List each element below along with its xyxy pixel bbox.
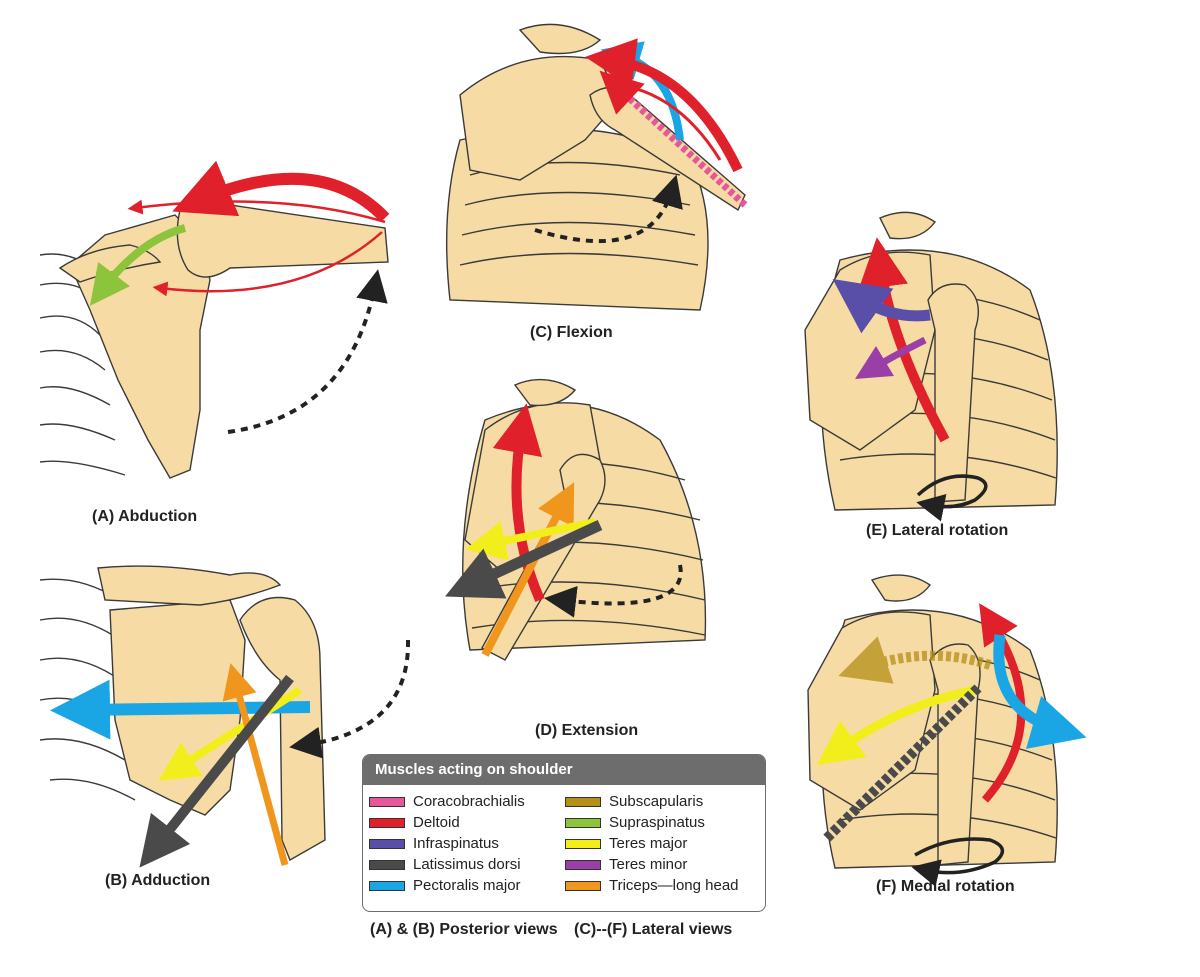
view-caption: (A) & (B) Posterior views (C)--(F) Later… [370,921,744,939]
panel-e-muscles [832,237,950,443]
deltoid-arrow [492,403,545,603]
legend-item: Teres major [565,833,761,854]
panel-label-abduction: (A) Abduction [92,508,198,525]
panel-label-adduction: (B) Adduction [105,872,211,889]
panel-label-extension: (D) Extension [535,722,639,739]
abduction-movement-arrow [227,269,388,434]
humerus [176,200,389,278]
legend-swatch [369,838,405,849]
legend-label: Teres major [609,835,688,852]
deltoid-arrow [172,160,390,223]
legend-label: Triceps—long head [609,877,739,894]
deltoid-fan-upper [127,199,386,224]
legend-label: Deltoid [413,814,460,831]
legend-label: Coracobrachialis [413,793,525,810]
triceps-arrow [481,482,575,657]
panel-d-illustration [462,378,707,661]
legend-swatch [565,880,601,891]
legend-item: Teres minor [565,854,761,875]
deltoid-arrow [585,38,743,173]
legend-label: Subscapularis [609,793,704,810]
legend-item: Deltoid [369,812,565,833]
legend-item: Triceps—long head [565,875,761,896]
deltoid-fan-lower [152,231,383,297]
supraspinatus-arrow [89,224,187,306]
ribs [39,253,126,476]
subscapularis-arrow [838,636,992,684]
legend-swatch [565,817,601,828]
posterior-views-caption: (A) & (B) Posterior views [370,921,558,938]
legend-swatch [565,838,601,849]
latissimus-dorsi-arrow [445,520,603,599]
scapula [459,55,621,181]
legend-swatch [369,817,405,828]
teres-major-arrow [816,685,976,766]
panel-label-flexion: (C) Flexion [530,324,613,341]
legend-item: Latissimus dorsi [369,854,565,875]
lateral-rotation-arrow [916,474,988,522]
panel-c-muscles [585,38,748,208]
legend-item: Coracobrachialis [369,791,565,812]
legend-swatch [369,880,405,891]
acromion [870,574,932,602]
legend-title: Muscles acting on shoulder [363,755,765,785]
acromion [97,565,282,606]
medial-rotation-arrow [911,837,1005,887]
teres-minor-arrow [854,336,927,380]
legend-label: Supraspinatus [609,814,705,831]
panel-label-lateral-rotation: (E) Lateral rotation [866,522,1009,539]
legend-label: Pectoralis major [413,877,521,894]
panel-d-muscles [445,403,603,657]
latissimus-dorsi-arrow [139,674,294,868]
panel-label-medial-rotation: (F) Medial rotation [876,878,1015,895]
panel-e-illustration [804,211,1058,511]
panel-a-illustration [39,200,389,479]
legend-swatch [369,796,405,807]
legend: Muscles acting on shoulder Coracobrachia… [362,754,766,912]
legend-item: Subscapularis [565,791,761,812]
legend-item: Infraspinatus [369,833,565,854]
pectoralis-major-arrow [993,634,1087,749]
acromion [513,378,577,407]
panel-f-muscles [816,603,1087,844]
legend-item: Supraspinatus [565,812,761,833]
humerus [927,283,979,503]
legend-swatch [565,796,601,807]
triceps-arrow [222,663,289,866]
panel-c-illustration [445,23,746,311]
teres-major-arrow [158,686,303,781]
acromion [879,211,937,240]
teres-major-arrow [465,518,596,561]
legend-item: Pectoralis major [369,875,565,896]
panel-a-muscles [89,160,390,306]
clavicle [518,23,602,55]
legend-swatch [565,859,601,870]
coracobrachialis-arrow [599,70,748,208]
flexion-movement-arrow [534,174,683,244]
legend-label: Teres minor [609,856,688,873]
infraspinatus-arrow [832,279,931,334]
lateral-views-caption: (C)--(F) Lateral views [574,921,733,938]
legend-swatch [369,859,405,870]
legend-label: Infraspinatus [413,835,499,852]
legend-label: Latissimus dorsi [413,856,521,873]
humerus [239,596,326,862]
panel-b-muscles [50,663,311,868]
